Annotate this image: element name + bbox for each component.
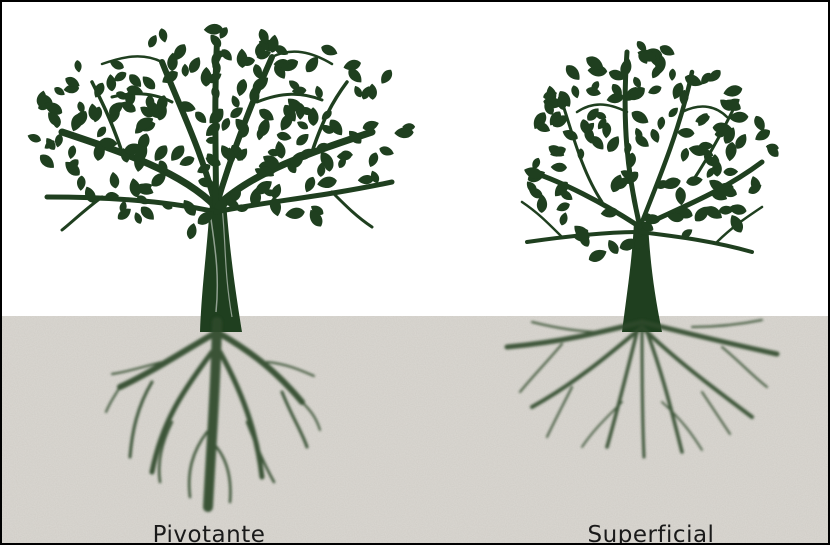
leaf-icon: [685, 175, 703, 187]
leaf-icon: [192, 109, 209, 126]
leaf-icon: [157, 27, 169, 43]
leaf-icon: [555, 200, 572, 213]
leaf-icon: [723, 167, 738, 176]
leaf-icon: [210, 85, 221, 101]
leaf-icon: [76, 175, 86, 191]
leaf-icon: [563, 62, 584, 83]
leaf-icon: [679, 147, 690, 163]
leaf-icon: [656, 116, 666, 131]
tree-shallow-roots-icon: [522, 39, 781, 332]
leaf-icon: [669, 68, 677, 81]
leaf-icon: [94, 125, 108, 140]
leaf-icon: [201, 67, 212, 87]
leaf-icon: [274, 140, 287, 160]
leaf-icon: [551, 162, 568, 172]
leaf-icon: [284, 206, 305, 220]
leaf-icon: [586, 247, 608, 265]
leaf-icon: [185, 222, 198, 240]
leaf-icon: [600, 206, 619, 218]
leaf-icon: [295, 119, 310, 131]
caption-superficial: Superficial: [501, 520, 801, 545]
leaf-icon: [378, 144, 395, 157]
leaf-icon: [106, 74, 117, 92]
leaf-icon: [146, 33, 160, 49]
leaf-icon: [316, 175, 338, 190]
leaf-icon: [675, 186, 687, 205]
leaf-icon: [319, 43, 339, 59]
leaf-icon: [276, 131, 293, 143]
leaf-icon: [606, 92, 625, 105]
leaf-icon: [37, 151, 58, 171]
leaf-icon: [108, 171, 120, 189]
tree-taproot-icon: [26, 23, 415, 332]
leaf-icon: [366, 151, 380, 169]
leaf-icon: [722, 83, 744, 98]
leaf-icon: [605, 238, 621, 257]
leaf-icon: [677, 127, 695, 138]
leaf-icon: [570, 84, 581, 99]
leaf-icon: [26, 132, 42, 144]
leaf-icon: [378, 67, 395, 86]
leaf-icon: [647, 84, 663, 97]
leaf-icon: [181, 64, 189, 77]
leaf-icon: [67, 145, 78, 160]
leaf-icon: [74, 60, 83, 73]
leaf-icon: [229, 94, 241, 109]
leaf-icon: [585, 86, 602, 98]
leaf-icon: [648, 127, 661, 144]
leaf-icon: [139, 73, 158, 92]
leaf-icon: [558, 211, 569, 226]
leaf-icon: [294, 131, 312, 148]
leaf-icon: [302, 175, 317, 194]
leaf-icon: [128, 177, 143, 198]
leaf-icon: [52, 85, 66, 98]
leaf-icon: [235, 78, 249, 98]
caption-pivotante: Pivotante: [59, 520, 359, 545]
leaf-icon: [629, 108, 651, 127]
